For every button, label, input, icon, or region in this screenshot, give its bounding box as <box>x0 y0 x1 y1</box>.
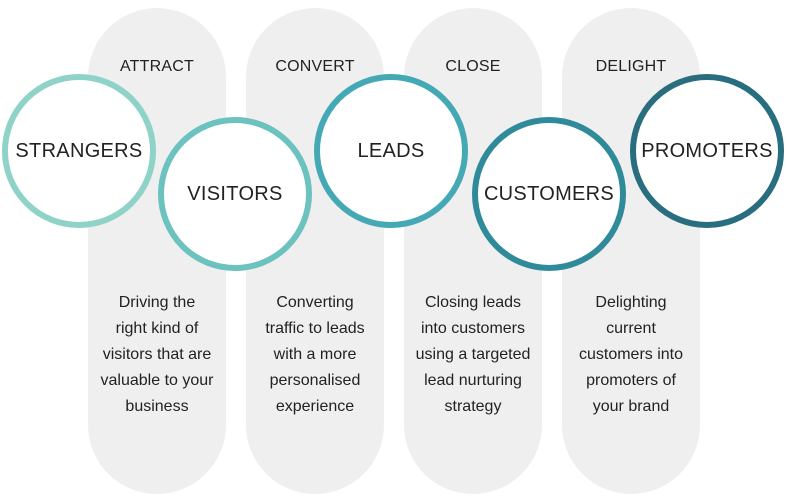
stage-label-attract: ATTRACT <box>120 58 194 75</box>
description-line: your brand <box>592 398 670 415</box>
description-line: using a targeted <box>415 346 531 363</box>
description-line: into customers <box>420 320 526 337</box>
circle-visitors: VISITORS <box>158 117 312 271</box>
description-line: business <box>125 398 189 415</box>
circle-customers: CUSTOMERS <box>472 117 626 271</box>
circle-leads: LEADS <box>314 74 468 228</box>
stage-label-delight: DELIGHT <box>595 58 667 75</box>
description-line: with a more <box>273 346 357 363</box>
stage-label-convert: CONVERT <box>275 58 355 75</box>
circle-promoters: PROMOTERS <box>630 74 784 228</box>
stage-label-close: CLOSE <box>445 58 501 75</box>
description-line: current <box>606 320 656 337</box>
circle-strangers: STRANGERS <box>2 74 156 228</box>
description-line: experience <box>275 398 355 415</box>
stage-description-attract: Driving the right kind of visitors that … <box>88 290 226 420</box>
circle-label: LEADS <box>357 139 425 162</box>
description-line: valuable to your <box>100 372 214 389</box>
description-line: traffic to leads <box>265 320 365 337</box>
circle-label: PROMOTERS <box>641 139 773 162</box>
description-line: Converting <box>276 294 354 311</box>
circle-label: CUSTOMERS <box>483 182 615 205</box>
description-line: lead nurturing <box>424 372 522 389</box>
description-line: promoters of <box>586 372 676 389</box>
circle-label: STRANGERS <box>15 139 143 162</box>
description-line: Driving the <box>118 294 196 311</box>
description-line: right kind of <box>115 320 199 337</box>
description-line: Delighting <box>595 294 667 311</box>
description-line: Closing leads <box>424 294 522 311</box>
description-line: visitors that are <box>102 346 212 363</box>
stage-description-close: Closing leads into customers using a tar… <box>404 290 542 420</box>
description-line: personalised <box>269 372 361 389</box>
description-line: customers into <box>578 346 684 363</box>
description-line: strategy <box>444 398 502 415</box>
circle-label: VISITORS <box>187 182 283 205</box>
stage-description-convert: Converting traffic to leads with a more … <box>246 290 384 420</box>
stage-description-delight: Delighting current customers into promot… <box>562 290 700 420</box>
